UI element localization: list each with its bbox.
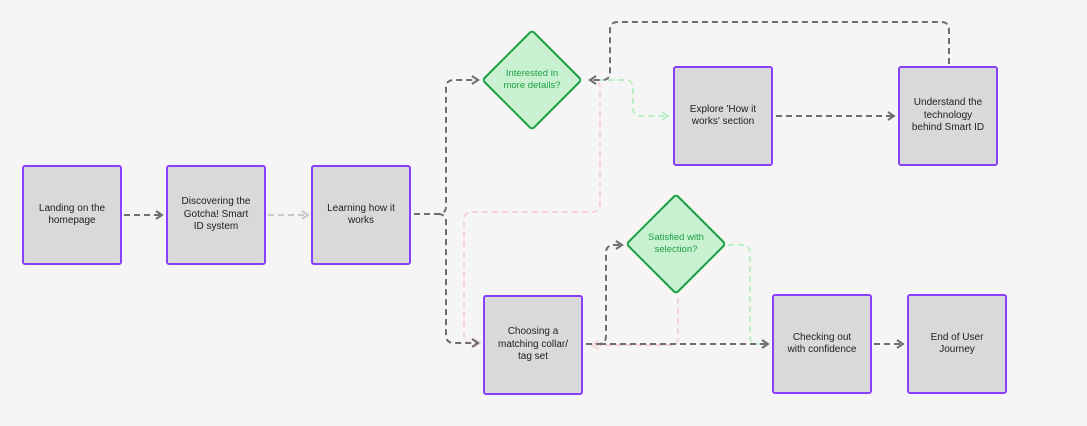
edge-learning-to-interested [414,75,480,215]
node-choosing-label: Choosing a matching collar/ tag set [497,326,569,363]
edge-learning-to-choosing [437,213,480,348]
node-explore-label: Explore 'How it works' section [689,103,757,128]
decision-interested-label: Interested in more details? [503,68,561,91]
node-learning[interactable]: Learning how it works [311,165,411,265]
node-end-label: End of User Journey [930,331,984,356]
edge-interested-no-to-choosing [463,79,601,348]
edge-understand-to-interested [588,21,950,85]
node-landing[interactable]: Landing on the homepage [22,165,122,265]
node-checkout[interactable]: Checking out with confidence [772,294,872,394]
node-explore[interactable]: Explore 'How it works' section [673,66,773,166]
edge-choosing-to-satisfied [586,240,624,345]
node-understand-label: Understand the technology behind Smart I… [911,97,985,134]
node-choosing[interactable]: Choosing a matching collar/ tag set [483,295,583,395]
decision-interested[interactable]: Interested in more details? [480,28,588,136]
node-landing-label: Landing on the homepage [38,202,106,227]
node-discovering-label: Discovering the Gotcha! Smart ID system [181,196,251,233]
decision-satisfied[interactable]: Satisfied with selection? [624,192,732,300]
node-checkout-label: Checking out with confidence [787,331,857,356]
node-understand[interactable]: Understand the technology behind Smart I… [898,66,998,166]
edge-satisfied-yes-to-checkout [728,244,770,349]
node-learning-label: Learning how it works [327,202,395,227]
node-discovering[interactable]: Discovering the Gotcha! Smart ID system [166,165,266,265]
decision-satisfied-label: Satisfied with selection? [648,232,704,255]
node-end[interactable]: End of User Journey [907,294,1007,394]
